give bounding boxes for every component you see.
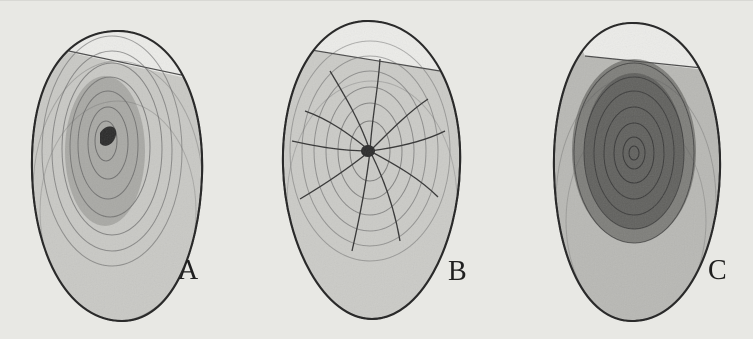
figure-label-a: A xyxy=(178,257,198,285)
figure-label-b: B xyxy=(448,258,467,286)
egg-b-shading xyxy=(270,1,470,321)
egg-c-shading xyxy=(550,1,730,326)
egg-c xyxy=(550,1,730,326)
figure-label-c: C xyxy=(708,257,727,285)
egg-b xyxy=(270,1,470,321)
